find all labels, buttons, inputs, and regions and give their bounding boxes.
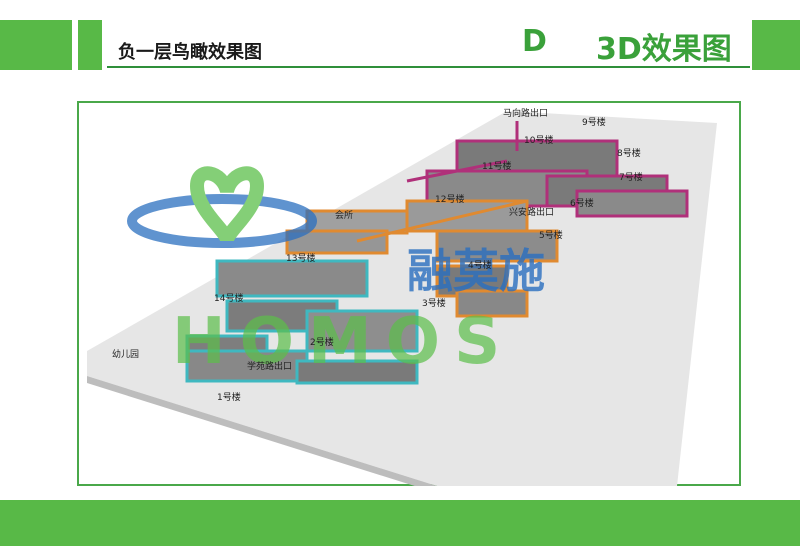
watermark: [127, 166, 317, 248]
label-xue-yuan-exit: 学苑路出口: [247, 360, 292, 372]
label-building-12: 12号楼: [435, 193, 464, 205]
header-title-box: [107, 34, 322, 68]
label-ma-xiang-exit: 马向路出口: [503, 107, 548, 119]
label-building-2: 2号楼: [310, 336, 334, 348]
label-kindergarten: 幼儿园: [112, 348, 139, 360]
watermark-cn: 融莫施: [407, 244, 545, 298]
label-building-3: 3号楼: [422, 297, 446, 309]
ground-slab-edge: [87, 376, 437, 486]
label-building-14: 14号楼: [214, 292, 243, 304]
label-building-7: 7号楼: [619, 171, 643, 183]
label-building-4: 4号楼: [468, 259, 492, 271]
section-title: 3D效果图: [596, 32, 732, 67]
label-building-6: 6号楼: [570, 197, 594, 209]
label-huisuo: 会所: [335, 209, 353, 221]
page-title: 负一层鸟瞰效果图: [118, 42, 262, 63]
middle-structures: [285, 199, 559, 318]
label-building-11: 11号楼: [482, 160, 511, 172]
south-structures: [185, 259, 419, 385]
label-building-13: 13号楼: [286, 252, 315, 264]
label-building-5: 5号楼: [539, 229, 563, 241]
label-building-8: 8号楼: [617, 147, 641, 159]
label-building-1: 1号楼: [217, 391, 241, 403]
aerial-rendering: 融莫施 HOMOS 马向路出口 9号楼 10号楼 8号楼 11号楼 7号楼 12…: [87, 107, 717, 486]
label-building-10: 10号楼: [524, 134, 553, 146]
header-left-band: [0, 20, 72, 70]
header-right-band: [752, 20, 800, 70]
section-letter: D: [522, 24, 547, 59]
watermark-en: HOMOS: [172, 305, 514, 379]
header-accent-bar: [78, 20, 102, 70]
ground-slab: [87, 111, 717, 486]
footer-band: [0, 500, 800, 546]
label-xing-an-exit: 兴安路出口: [509, 206, 554, 218]
header-divider: [320, 66, 750, 68]
label-building-9: 9号楼: [582, 116, 606, 128]
